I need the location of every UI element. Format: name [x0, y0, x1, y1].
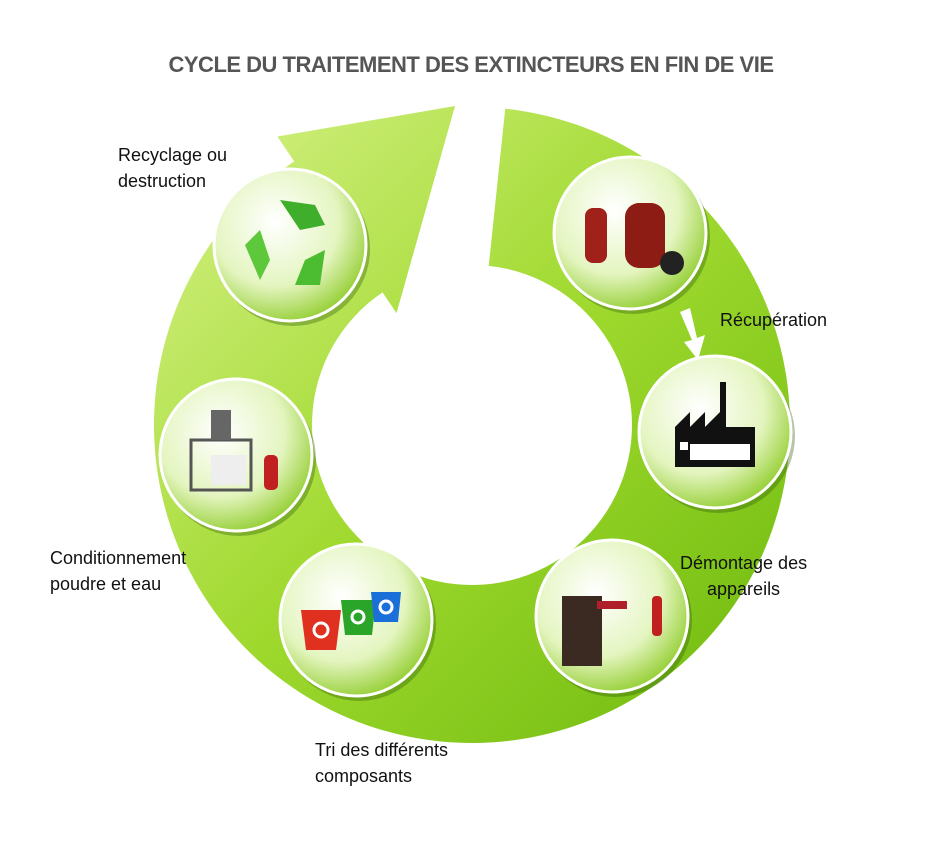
medallion-bagging-machine-icon — [158, 377, 316, 536]
dismantling-photo — [562, 596, 662, 666]
label-recuperation: Récupération — [720, 310, 828, 330]
recycling-bins-icon — [301, 592, 401, 650]
medallion-recycling-bins-icon — [278, 542, 436, 701]
fire-extinguishers-icon — [585, 203, 684, 275]
diagram-title: CYCLE DU TRAITEMENT DES EXTINCTEURS EN F… — [168, 52, 775, 77]
factory-icon — [675, 382, 755, 467]
down-arrow-icon — [680, 308, 705, 360]
medallion-fire-extinguishers-icon — [552, 155, 710, 314]
medallion-factory-icon — [637, 354, 795, 513]
medallion-recycle-icon — [212, 167, 370, 326]
medallion-dismantling-photo — [534, 538, 692, 697]
recycle-icon — [245, 200, 325, 285]
bagging-machine-icon — [189, 410, 278, 492]
